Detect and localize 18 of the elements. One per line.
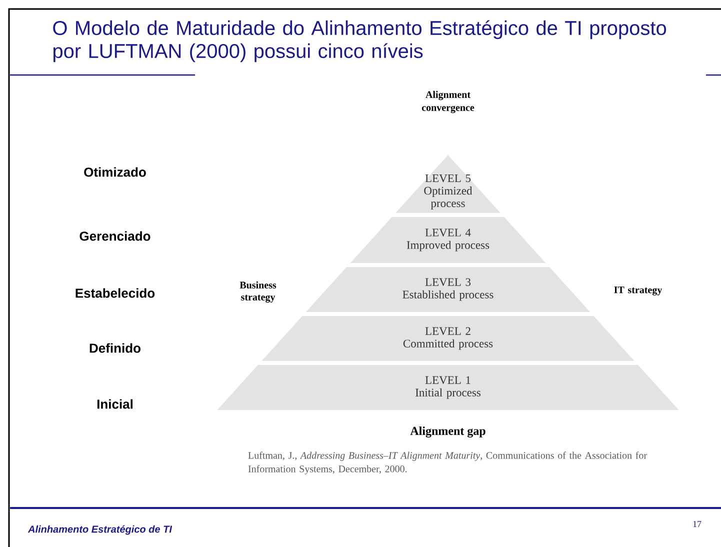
heading: Alignment convergence: [422, 90, 474, 114]
citation: Luftman, J., Addressing Business–IT Alignment Maturity, Communications of the Association for Information Systems, December, 2000.: [248, 452, 647, 474]
level-name: Estabelecido: [76, 288, 155, 298]
pyramid-level: LEVEL 2 Committed process: [262, 316, 634, 361]
footer-text: Alinhamento Estratégico de TI: [28, 525, 172, 535]
level-name: Gerenciado: [80, 231, 150, 241]
level-name: Definido: [90, 343, 140, 353]
pyramid-level: LEVEL 5 Optimized process: [396, 155, 500, 213]
level-name: Otimizado: [84, 167, 146, 177]
side-label: Business strategy: [240, 281, 276, 303]
pyramid-level: LEVEL 3 Established process: [306, 267, 590, 312]
slide-title: O Modelo de Maturidade do Alinhamento Estratégico de TI proposto por LUFTMAN (2000) possui cinco níveis: [53, 20, 666, 62]
page-number: 17: [693, 521, 702, 527]
level-name: Inicial: [97, 399, 133, 409]
pyramid-level: LEVEL 4 Improved process: [350, 217, 546, 263]
side-label: IT strategy: [614, 286, 662, 296]
pyramid-level: LEVEL 1 Initial process: [217, 365, 679, 410]
heading: Alignment gap: [410, 426, 486, 438]
